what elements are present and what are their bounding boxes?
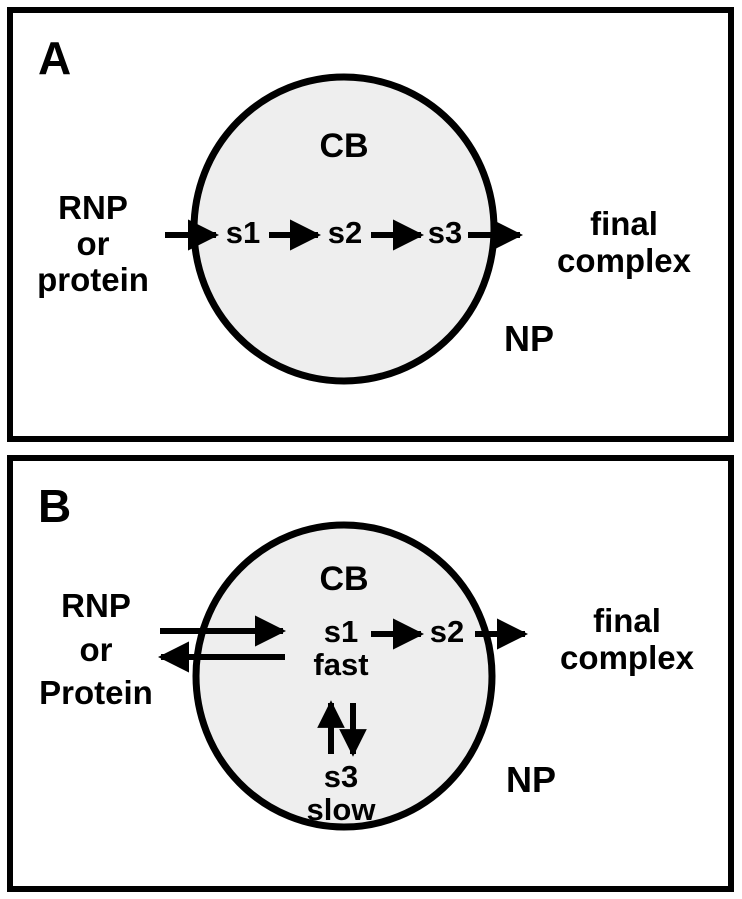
cajal-body-ellipse [192,521,496,831]
state-s3-label-b: s3 [323,759,359,794]
panel-b-graphics [157,521,529,831]
state-s1-note-b: fast [313,647,369,682]
output-label-line2-b: complex [560,639,694,676]
state-s3-label-a: s3 [427,215,463,250]
panel-a: A CB RNP or protein s1 s2 s3 final [7,7,734,442]
state-s2-label-a: s2 [327,215,363,250]
input-label-line2-b: or [79,631,113,668]
input-label-line3-b: Protein [39,674,153,711]
state-s2-label-b: s2 [429,614,465,649]
np-label-a: NP [504,318,555,359]
cb-label-a: CB [319,127,369,165]
output-label-line1-b: final [593,602,661,639]
state-s3-note-b: slow [306,792,376,827]
output-label-line1-a: final [590,205,658,242]
state-s1-label-b: s1 [323,614,359,649]
input-label-line1-a: RNP [58,189,128,226]
np-label-b: NP [506,759,557,800]
input-label-line3-a: protein [37,261,149,298]
panel-a-letter: A [38,32,72,84]
cb-label-b: CB [319,560,369,598]
output-label-line2-a: complex [557,242,691,279]
panel-a-graphics [165,73,524,385]
panel-b: B CB RNP or [7,455,734,892]
state-s1-label-a: s1 [225,215,261,250]
panel-b-letter: B [38,480,72,532]
input-label-line2-a: or [76,225,110,262]
input-label-line1-b: RNP [61,587,131,624]
